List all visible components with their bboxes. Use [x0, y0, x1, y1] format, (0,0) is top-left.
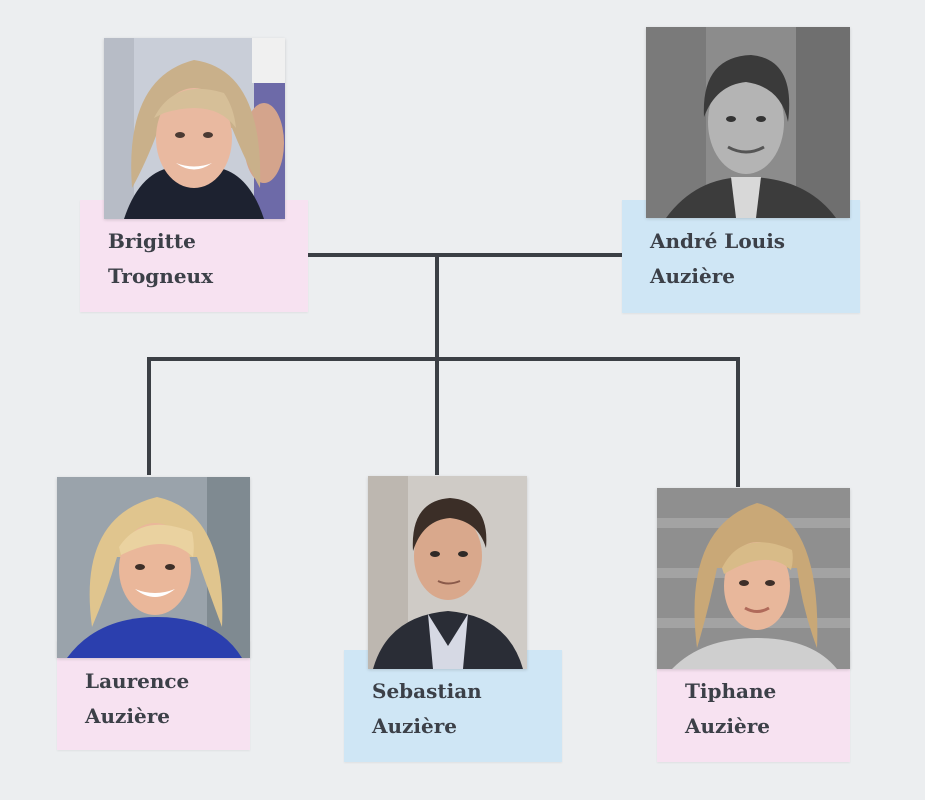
- parents-connector-line: [308, 253, 622, 257]
- first-name: Laurence: [85, 669, 190, 693]
- last-name: Trogneux: [108, 264, 214, 288]
- woman-blonde-portrait-photo: [104, 38, 285, 219]
- man-grayscale-portrait-photo: [646, 27, 850, 218]
- first-name: André Louis: [650, 229, 786, 253]
- children-connector-line: [147, 357, 740, 361]
- last-name: Auzière: [685, 714, 770, 738]
- last-name: Auzière: [85, 704, 170, 728]
- name-box: Laurence Auzière: [57, 640, 250, 750]
- first-name: Sebastian: [372, 679, 482, 703]
- first-name: Brigitte: [108, 229, 196, 253]
- man-dark-hair-suit-photo: [368, 476, 527, 669]
- name-box: André Louis Auzière: [622, 200, 860, 313]
- woman-blonde-smiling-photo: [57, 477, 250, 658]
- last-name: Auzière: [650, 264, 735, 288]
- child-right-drop-line: [736, 357, 740, 487]
- child-left-drop-line: [147, 357, 151, 475]
- first-name: Tiphane: [685, 679, 777, 703]
- trunk-connector-line: [435, 253, 439, 475]
- woman-blonde-curls-photo: [657, 488, 850, 669]
- last-name: Auzière: [372, 714, 457, 738]
